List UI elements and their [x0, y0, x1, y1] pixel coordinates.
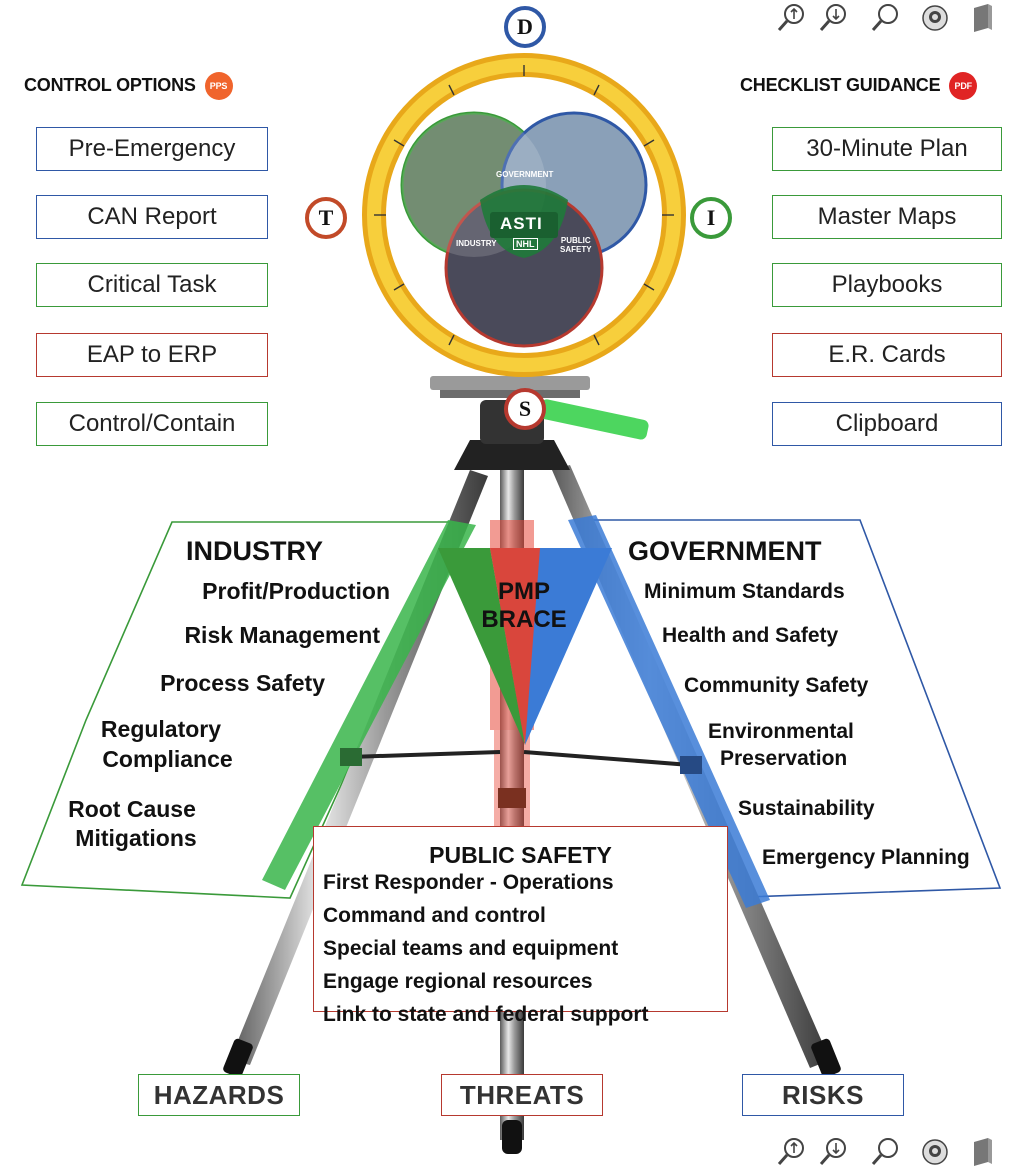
checklist-guidance-heading: CHECKLIST GUIDANCE PDF — [740, 72, 978, 100]
industry-item-risk: Risk Management — [184, 622, 380, 648]
venn-public-line2: SAFETY — [560, 245, 592, 254]
mask-icon[interactable] — [920, 2, 950, 34]
public-safety-list: First Responder - Operations Command and… — [314, 866, 727, 1031]
pre-emergency-button[interactable]: Pre-Emergency — [36, 127, 268, 171]
risks-label: RISKS — [782, 1079, 864, 1110]
eap-to-erp-label: EAP to ERP — [86, 341, 218, 368]
public-safety-item: Engage regional resources — [323, 970, 593, 993]
can-report-label: CAN Report — [87, 203, 217, 230]
zoom-in-icon[interactable] — [776, 2, 806, 34]
public-safety-item: Command and control — [323, 904, 546, 927]
public-safety-title: PUBLIC SAFETY — [429, 842, 612, 868]
pmp-brace-label: PMP BRACE — [468, 578, 580, 634]
compass-marker-left[interactable]: T — [305, 197, 347, 239]
top-toolbar — [776, 0, 1006, 40]
venn-public-safety-label: PUBLIC SAFETY — [560, 236, 592, 254]
government-item-environmental: Environmental — [708, 720, 854, 743]
thirty-minute-plan-label: 30-Minute Plan — [806, 135, 968, 162]
control-options-title: CONTROL OPTIONS — [24, 74, 196, 95]
thirty-minute-plan-button[interactable]: 30-Minute Plan — [772, 127, 1002, 171]
venn-center-logo: ASTI — [500, 214, 543, 233]
government-item-sustainability: Sustainability — [738, 797, 875, 820]
industry-outline — [20, 521, 462, 899]
industry-item-profit: Profit/Production — [202, 578, 390, 604]
pre-emergency-label: Pre-Emergency — [68, 135, 236, 162]
clipboard-button[interactable]: Clipboard — [772, 402, 1002, 446]
industry-item-mitigations: Mitigations — [75, 825, 197, 851]
compass-marker-right[interactable]: I — [690, 197, 732, 239]
public-safety-box: PUBLIC SAFETY First Responder - Operatio… — [313, 826, 728, 1026]
book-icon[interactable] — [968, 2, 998, 34]
compass-letter-t: T — [318, 205, 334, 230]
book-icon[interactable] — [968, 1136, 998, 1168]
pdf-badge-icon[interactable]: PDF — [949, 72, 978, 100]
playbooks-label: Playbooks — [831, 271, 943, 298]
pmp-brace-graphic — [438, 548, 612, 745]
venn-public-line1: PUBLIC — [560, 236, 591, 245]
venn-industry-label: INDUSTRY — [456, 239, 497, 248]
can-report-button[interactable]: CAN Report — [36, 195, 268, 239]
government-item-standards: Minimum Standards — [644, 580, 845, 603]
er-cards-label: E.R. Cards — [828, 341, 946, 368]
government-item-community: Community Safety — [684, 674, 869, 697]
search-icon[interactable] — [870, 1136, 900, 1168]
venn-government-label: GOVERNMENT — [496, 170, 554, 179]
playbooks-button[interactable]: Playbooks — [772, 263, 1002, 307]
compass-letter-i: I — [706, 205, 716, 230]
control-contain-label: Control/Contain — [68, 410, 236, 437]
control-contain-button[interactable]: Control/Contain — [36, 402, 268, 446]
government-title: GOVERNMENT — [628, 536, 822, 566]
public-safety-item: First Responder - Operations — [323, 871, 614, 894]
zoom-in-icon[interactable] — [776, 1136, 806, 1168]
compass-marker-top[interactable]: D — [504, 6, 546, 48]
venn-sub-logo: NHL — [513, 238, 538, 250]
industry-item-regulatory: Regulatory — [100, 716, 222, 742]
bottom-toolbar — [776, 1134, 1006, 1174]
search-icon[interactable] — [870, 2, 900, 34]
government-item-health: Health and Safety — [662, 624, 839, 647]
brace-label: BRACE — [481, 606, 567, 633]
risks-button[interactable]: RISKS — [742, 1074, 904, 1116]
control-options-heading: CONTROL OPTIONS PPS — [24, 72, 233, 100]
critical-task-button[interactable]: Critical Task — [36, 263, 268, 307]
zoom-out-icon[interactable] — [818, 1136, 848, 1168]
compass-letter-d: D — [517, 14, 533, 39]
public-safety-item: Link to state and federal support — [323, 1003, 649, 1026]
zoom-out-icon[interactable] — [818, 2, 848, 34]
pmp-label: PMP — [497, 578, 550, 605]
compass-ring — [362, 53, 686, 377]
industry-item-root-cause: Root Cause — [68, 796, 196, 822]
pps-badge-icon[interactable]: PPS — [204, 72, 233, 100]
threats-button[interactable]: THREATS — [441, 1074, 603, 1116]
hazards-button[interactable]: HAZARDS — [138, 1074, 300, 1116]
clipboard-label: Clipboard — [835, 410, 939, 437]
threats-label: THREATS — [459, 1079, 585, 1110]
master-maps-label: Master Maps — [817, 203, 957, 230]
critical-task-label: Critical Task — [87, 271, 217, 298]
eap-to-erp-button[interactable]: EAP to ERP — [36, 333, 268, 377]
government-item-preservation: Preservation — [720, 747, 848, 770]
industry-item-compliance: Compliance — [102, 746, 233, 772]
government-item-emergency: Emergency Planning — [762, 846, 970, 869]
industry-item-process: Process Safety — [160, 670, 325, 696]
er-cards-button[interactable]: E.R. Cards — [772, 333, 1002, 377]
industry-title: INDUSTRY — [186, 536, 324, 566]
venn-diagram — [400, 111, 648, 348]
compass-letter-s: S — [518, 396, 532, 421]
master-maps-button[interactable]: Master Maps — [772, 195, 1002, 239]
mask-icon[interactable] — [920, 1136, 950, 1168]
public-safety-item: Special teams and equipment — [323, 937, 619, 960]
hazards-label: HAZARDS — [153, 1079, 285, 1110]
compass-marker-bottom[interactable]: S — [504, 388, 546, 430]
checklist-guidance-title: CHECKLIST GUIDANCE — [740, 74, 941, 95]
